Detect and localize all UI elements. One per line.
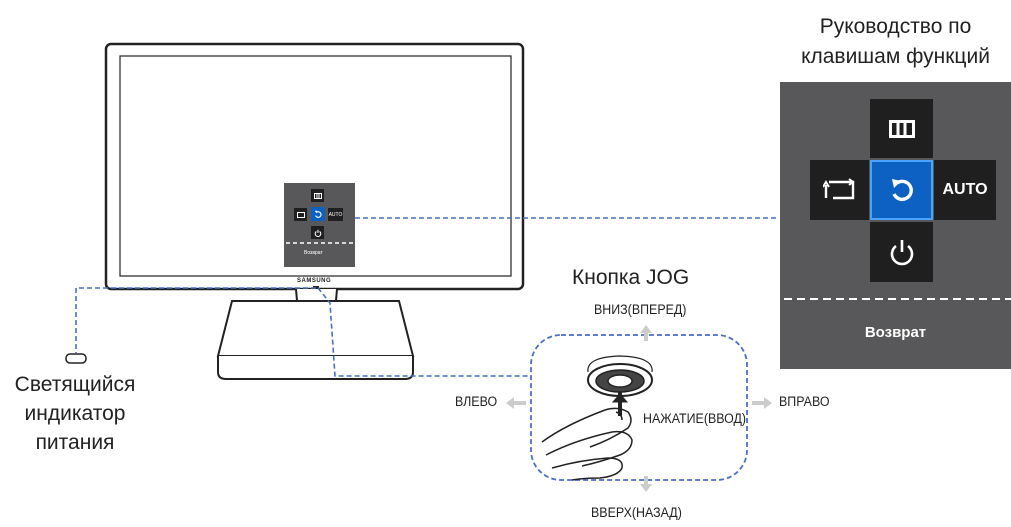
guide-title-line1: Руководство по: [819, 15, 972, 38]
arrow-right-icon: [752, 397, 772, 409]
stand-base-front: [217, 356, 414, 380]
menu-icon: [888, 119, 915, 138]
power-indicator-label-line3: питания: [35, 431, 115, 454]
guide-return-button[interactable]: [870, 160, 933, 220]
monitor: [104, 42, 525, 380]
jog-region: [530, 334, 748, 481]
return-icon: [891, 179, 913, 202]
arrow-left-icon: [506, 397, 526, 409]
mini-return-icon: [311, 207, 325, 221]
mini-power-icon: [311, 226, 324, 239]
power-indicator-label-line1: Светящийся: [14, 373, 136, 396]
jog-press-label: НАЖАТИЕ(ВВОД): [643, 411, 747, 426]
jog-down-label: ВВЕРХ(НАЗАД): [591, 505, 682, 520]
mini-source-icon: [294, 208, 307, 221]
connector-power-indicator: [75, 287, 316, 353]
jog-button-illustration: [587, 355, 653, 416]
jog-title: Кнопка JOG: [572, 266, 690, 289]
mini-auto-label: AUTO: [328, 211, 343, 218]
source-icon: [822, 178, 855, 200]
stand-base-top: [216, 300, 415, 357]
power-indicator-shape: [65, 353, 87, 364]
jog-left-label: ВЛЕВО: [455, 394, 498, 409]
monitor-brand-logo: SAMSUNG: [297, 278, 332, 284]
auto-label: AUTO: [942, 181, 988, 198]
guide-title-line2: клавишам функций: [801, 45, 990, 68]
power-icon: [890, 240, 913, 266]
mini-auto-button: AUTO: [328, 208, 343, 221]
arrow-up-icon: [640, 325, 652, 341]
jog-up-label: ВНИЗ(ВПЕРЕД): [594, 302, 687, 317]
mini-menu-icon: [311, 189, 324, 202]
connector-jog: [317, 287, 531, 377]
guide-source-button[interactable]: [810, 160, 869, 220]
power-indicator-label-line2: индикатор: [24, 402, 126, 425]
guide-panel-footer: Возврат: [864, 324, 927, 341]
mini-panel-footer: Возврат: [304, 250, 323, 256]
guide-power-button[interactable]: [870, 222, 933, 282]
connector-lines: [75, 217, 778, 377]
jog-right-label: ВПРАВО: [779, 394, 830, 409]
guide-auto-button[interactable]: AUTO: [934, 160, 996, 220]
guide-menu-button[interactable]: [870, 99, 933, 158]
hand-illustration: [541, 407, 633, 481]
arrow-down-icon: [640, 476, 652, 492]
